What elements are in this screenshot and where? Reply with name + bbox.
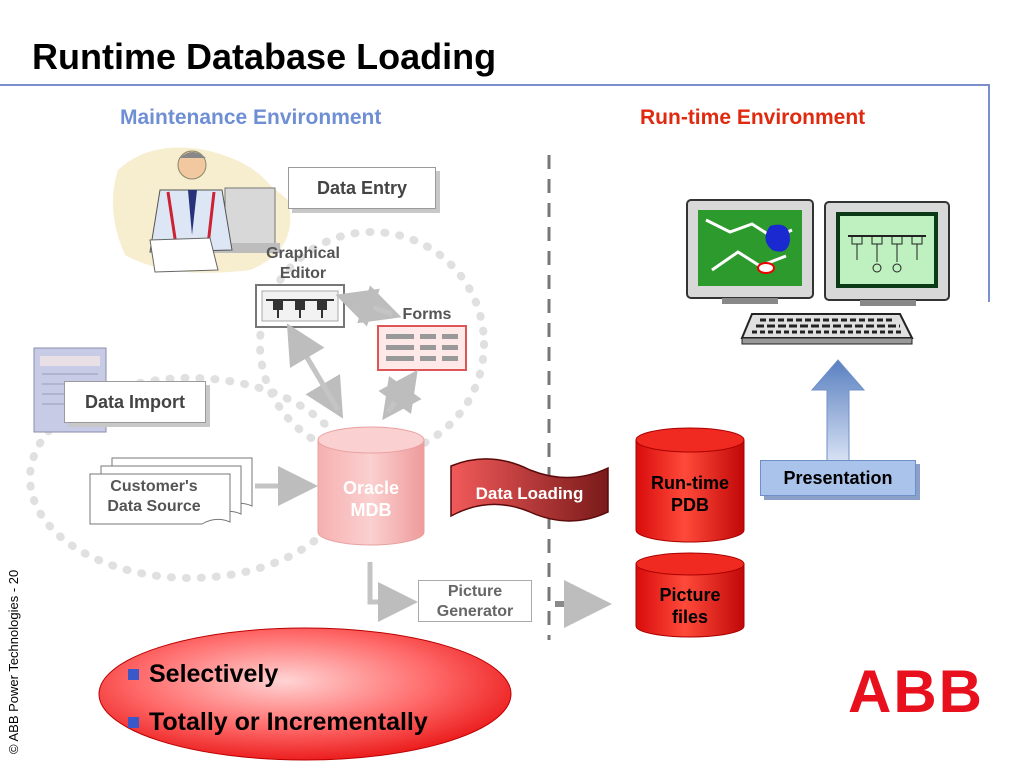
- oracle-mdb-line-2: MDB: [350, 500, 392, 520]
- customer-source-line-1: Customer's: [110, 478, 198, 495]
- bullet-square-icon: [128, 716, 139, 728]
- presentation-box: Presentation: [760, 460, 916, 496]
- presentation-up-arrow: [810, 359, 866, 463]
- picture-files-label: Picture files: [636, 584, 744, 628]
- oracle-mdb-cylinder: [317, 426, 425, 546]
- person-at-computer-icon: [112, 147, 291, 273]
- picture-generator-line-1: Picture: [447, 583, 503, 600]
- monitor-icon: [686, 199, 814, 304]
- graphical-editor-icon: [255, 284, 345, 328]
- runtime-pdb-cylinder: [635, 427, 745, 543]
- runtime-env-label: Run-time Environment: [640, 106, 866, 129]
- runtime-pdb-line-1: Run-time: [651, 473, 729, 493]
- data-entry-box: Data Entry: [288, 167, 436, 209]
- forms-to-editor-arrow: [335, 288, 393, 327]
- forms-label: Forms: [402, 306, 452, 323]
- graphical-editor-line-2: Editor: [279, 265, 327, 282]
- customer-source-label: Customer's Data Source: [92, 477, 216, 517]
- picture-generator-label: Picture Generator: [419, 581, 531, 622]
- picture-files-line-2: files: [671, 607, 709, 627]
- keyboard-icon: [740, 313, 914, 345]
- bullet-text: Selectively: [149, 659, 279, 688]
- customer-source-line-2: Data Source: [107, 498, 201, 515]
- data-import-box: Data Import: [64, 381, 206, 423]
- forms-icon: [377, 325, 467, 371]
- picture-generator-box: Picture Generator: [418, 580, 532, 622]
- bullet-list: Selectively Totally or Incrementally: [128, 650, 428, 746]
- bullet-item: Totally or Incrementally: [128, 698, 428, 746]
- highlight-ellipse: [98, 627, 512, 761]
- picture-generator-line-2: Generator: [436, 603, 514, 620]
- oracle-mdb-label: Oracle MDB: [318, 477, 424, 521]
- runtime-pdb-label: Run-time PDB: [636, 472, 744, 516]
- customer-data-source-docs: [89, 457, 253, 525]
- editor-cycle-dots: [256, 228, 488, 460]
- mdb-to-generator-arrow: [367, 562, 418, 622]
- bullet-item: Selectively: [128, 650, 428, 698]
- mdb-to-editor-arrow: [286, 323, 341, 412]
- data-loading-label: Data Loading: [475, 484, 584, 503]
- monitor-icon: [824, 201, 950, 306]
- picture-files-line-1: Picture: [659, 585, 721, 605]
- mdb-to-forms-arrow: [378, 369, 418, 415]
- abb-logo: ABB: [848, 658, 984, 725]
- maintenance-flow-arrows: [255, 285, 422, 622]
- maintenance-env-label: Maintenance Environment: [120, 106, 382, 129]
- bullet-square-icon: [128, 668, 139, 680]
- slide-title: Runtime Database Loading: [32, 36, 497, 77]
- bullet-text: Totally or Incrementally: [149, 707, 428, 736]
- graphical-editor-label: Graphical Editor: [248, 244, 358, 284]
- graphical-editor-line-1: Graphical: [266, 245, 340, 262]
- runtime-pdb-line-2: PDB: [670, 495, 709, 515]
- picture-files-cylinder: [635, 552, 745, 638]
- data-loading-flag: [450, 458, 609, 522]
- copyright-text: © ABB Power Technologies - 20: [6, 569, 21, 754]
- oracle-mdb-line-1: Oracle: [342, 478, 400, 498]
